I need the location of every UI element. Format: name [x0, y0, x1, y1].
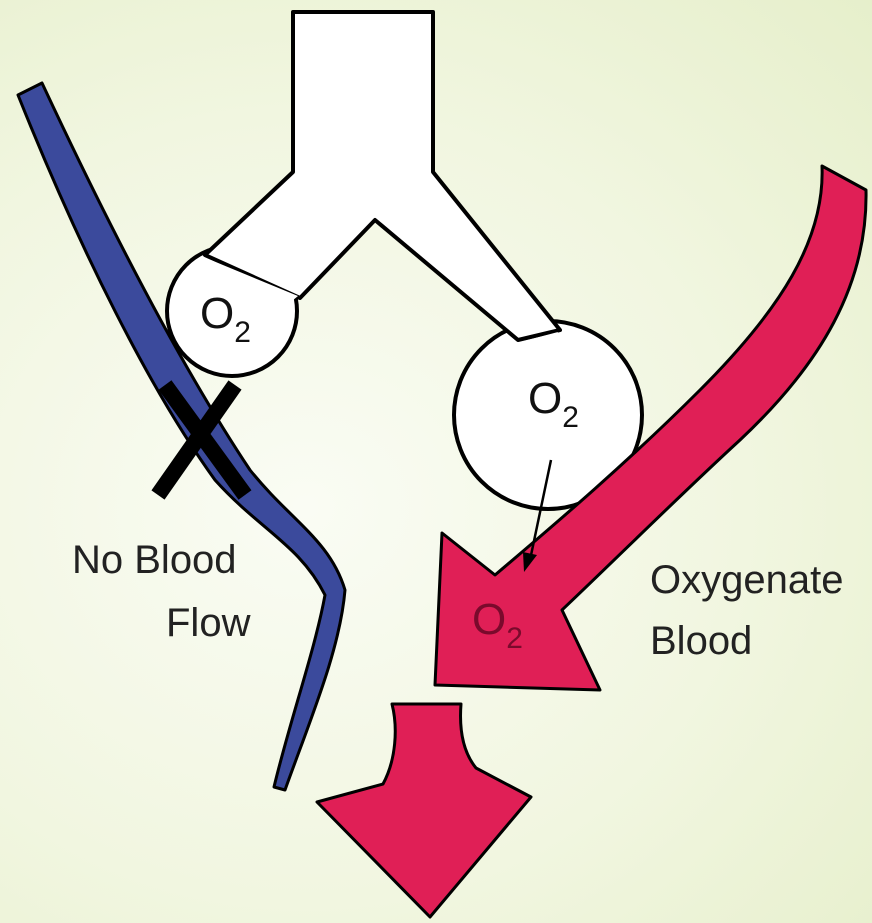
no-blood-flow-label-line1: No Blood [72, 538, 237, 582]
no-blood-flow-label-line2: Flow [166, 601, 251, 645]
oxygenated-blood-label-line1: Oxygenate [650, 558, 843, 602]
outflow-arrow [317, 704, 531, 917]
airway [167, 12, 642, 509]
oxygenated-blood-label-line2: Blood [650, 619, 752, 663]
oxygenated-vessel [317, 166, 866, 917]
